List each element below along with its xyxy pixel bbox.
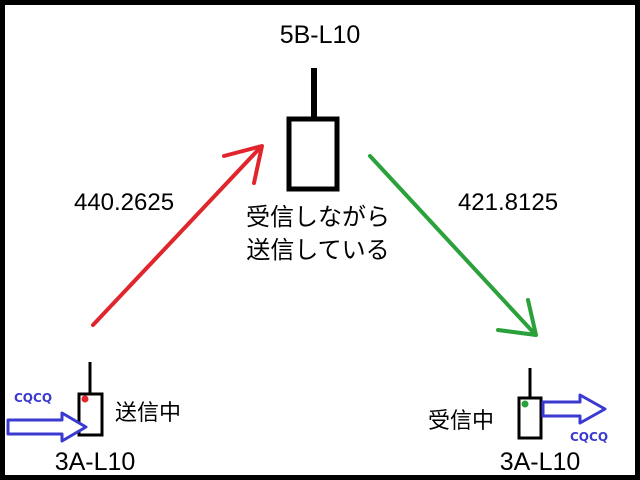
uplink-arrow bbox=[91, 144, 264, 327]
transmitter-status: 送信中 bbox=[115, 401, 181, 426]
downlink-frequency: 421.8125 bbox=[458, 189, 558, 216]
downlink-arrow bbox=[368, 154, 538, 337]
transmitter-call-text: CQCQ bbox=[14, 391, 52, 405]
receiver-callsign: 3A-L10 bbox=[500, 448, 581, 475]
receiver-radio-icon bbox=[517, 368, 543, 440]
transmitter-callsign: 3A-L10 bbox=[55, 448, 136, 475]
receiver-call-text: CQCQ bbox=[570, 430, 608, 444]
receiver-signal-arrow-icon bbox=[541, 393, 607, 425]
repeater-status-line2: 送信している bbox=[246, 236, 389, 264]
repeater-diagram: 5B-L10 受信しながら 送信している 440.2625 421.8125 C… bbox=[6, 21, 608, 475]
repeater-radio-icon bbox=[286, 68, 340, 192]
receiver-status: 受信中 bbox=[428, 409, 494, 434]
repeater-status-line1: 受信しながら bbox=[246, 203, 390, 231]
repeater-callsign: 5B-L10 bbox=[280, 21, 361, 49]
uplink-frequency: 440.2625 bbox=[74, 189, 174, 216]
transmitter-signal-arrow-icon bbox=[6, 411, 88, 443]
